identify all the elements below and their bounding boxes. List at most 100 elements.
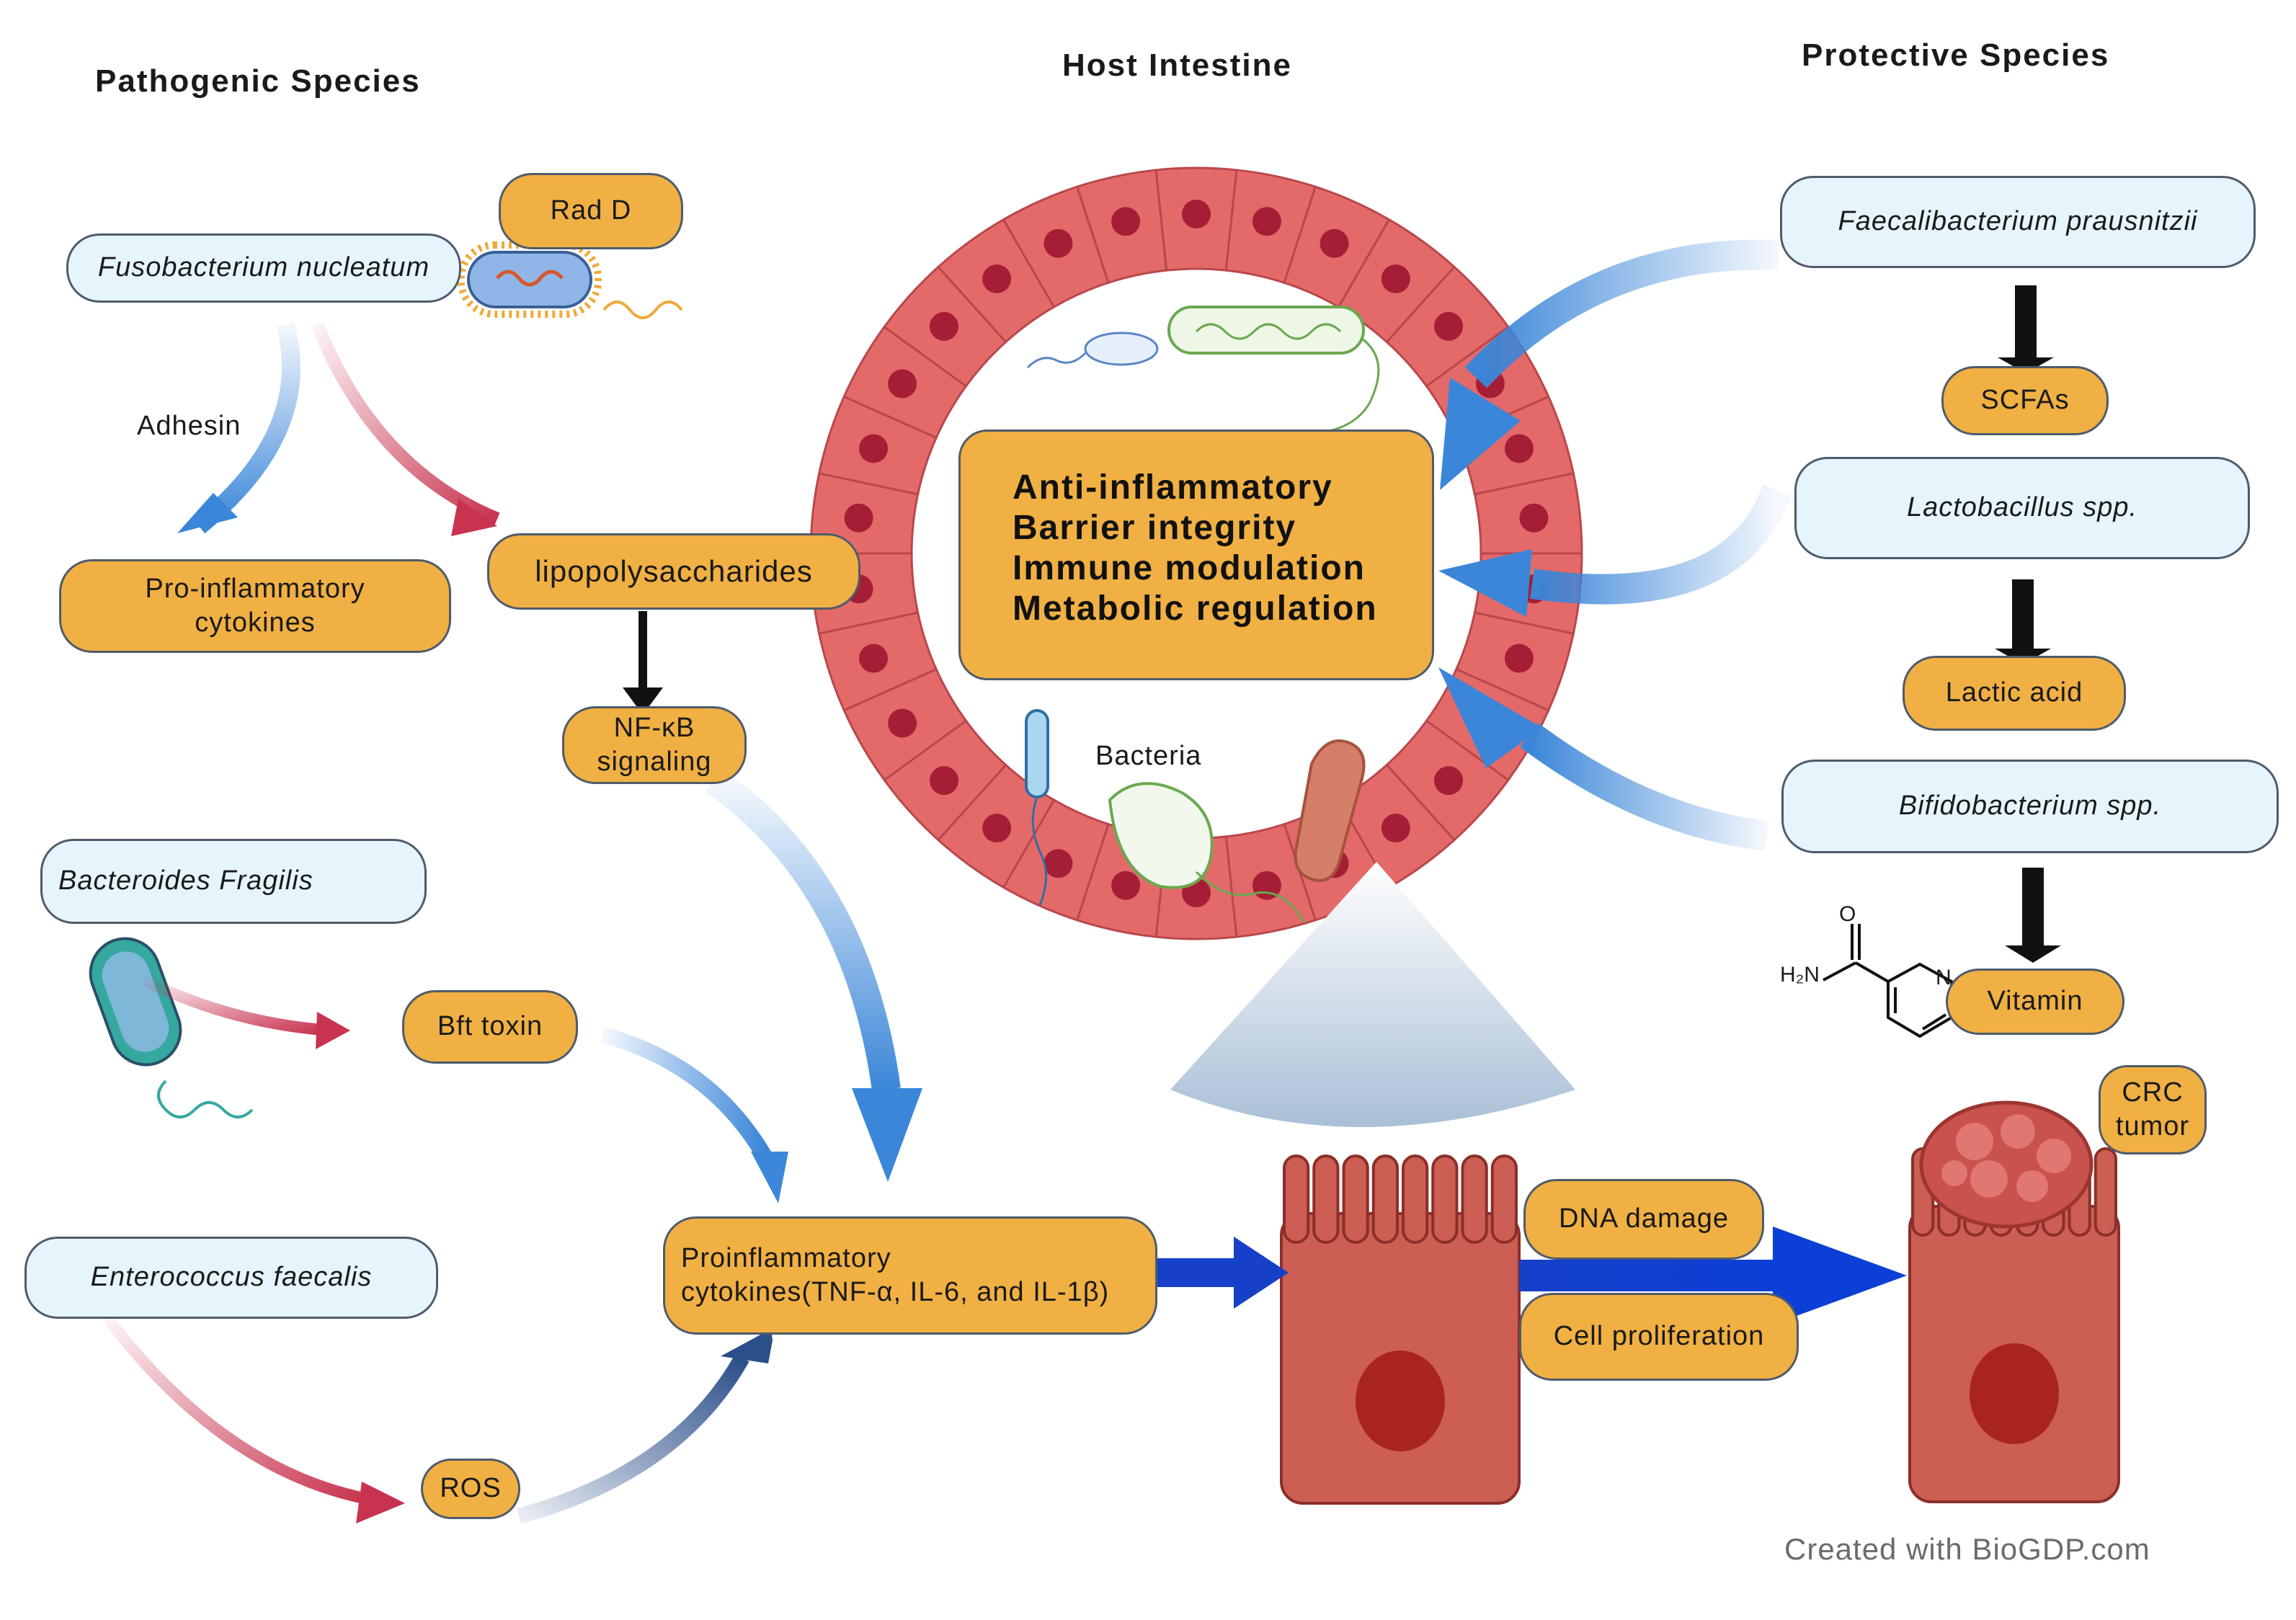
cell-nucleus [1320, 228, 1349, 258]
outcome-crc-tumor: CRC tumor [2099, 1065, 2207, 1154]
microvillus [1342, 1154, 1369, 1244]
arrow-lactobacillus-host [1530, 484, 1792, 605]
cell-nucleus [1434, 311, 1464, 341]
arrow-head-lps-nfkb [623, 687, 663, 715]
pathogen-bacteroides: Bacteroides Fragilis [40, 839, 427, 924]
header-pathogenic-species: Pathogenic Species [95, 63, 421, 99]
pathogen-fusobacterium: Fusobacterium nucleatum [66, 233, 461, 303]
cell-nucleus [1381, 814, 1410, 843]
arrow-head-bacteroides-bft [316, 1012, 350, 1049]
host-function-3: Immune modulation [1013, 549, 1366, 587]
factor-pro-inflammatory-line1: Pro-inflammatory [145, 573, 365, 604]
label-bacteria: Bacteria [1095, 741, 1202, 771]
factor-nfkb-line1: NF-κB [613, 712, 695, 743]
arrow-bifido-vitamin-head [2005, 945, 2061, 963]
cell-nucleus [1182, 200, 1211, 228]
bacteroides-illustration [89, 937, 254, 1118]
pathogen-bacteroides-label: Bacteroides Fragilis [58, 865, 313, 896]
cell-nucleus [1970, 1343, 2059, 1444]
microvillus [1283, 1154, 1310, 1244]
protective-bifidobacterium: Bifidobacterium spp. [1781, 760, 2279, 853]
protective-bifidobacterium-label: Bifidobacterium spp. [1898, 791, 2162, 822]
arrow-head-ros-proinflammatory [721, 1329, 773, 1363]
cell-nucleus [1504, 644, 1534, 673]
factor-pro-inflammatory-line2: cytokines [195, 608, 316, 638]
outcome-dna-damage: DNA damage [1523, 1179, 1764, 1260]
arrow-to-tissue-head [1234, 1237, 1289, 1309]
arrow-ros-proinflammatory [517, 1353, 749, 1524]
cell-nucleus [1044, 849, 1073, 878]
arrow-head-bifidobacterium-host [1438, 667, 1542, 768]
arrow-faecali-scfas-head [1998, 357, 2054, 373]
cell-nucleus [1504, 434, 1534, 463]
host-function-2: Barrier integrity [1013, 509, 1297, 547]
outcome-crc-line1: CRC [2122, 1077, 2184, 1108]
host-function-4: Metabolic regulation [1013, 589, 1378, 628]
microvillus [1312, 1154, 1340, 1244]
molecule-nitrogen-label: N [1936, 966, 1952, 989]
factor-ros: ROS [421, 1459, 520, 1519]
arrow-head-nfkb-proinflammatory [852, 1088, 922, 1182]
microvillus [1490, 1154, 1518, 1244]
outcome-cell-proliferation-label: Cell proliferation [1553, 1321, 1765, 1352]
header-protective-species: Protective Species [1802, 37, 2110, 73]
arrow-nfkb-proinflammatory [705, 767, 901, 1092]
pathogen-fusobacterium-label: Fusobacterium nucleatum [97, 252, 430, 283]
cell-nucleus [1519, 503, 1549, 533]
outcome-cell-proliferation: Cell proliferation [1519, 1293, 1799, 1381]
arrow-faecali-scfas-shaft [2015, 285, 2037, 360]
arrow-head-lactobacillus-host [1438, 549, 1532, 617]
microvillus [1461, 1154, 1488, 1244]
arrow-bft-proinflammatory [600, 1027, 773, 1162]
arrow-head-bft-proinflammatory [751, 1152, 788, 1203]
factor-proinflam-line1: Proinflammatory [681, 1242, 891, 1273]
lumen-bacteria-bottom [1025, 709, 1366, 923]
host-function-1: Anti-inflammatory [1013, 468, 1333, 507]
pathogen-enterococcus: Enterococcus faecalis [25, 1237, 438, 1319]
factor-rad-d-label: Rad D [550, 195, 632, 226]
product-vitamin: Vitamin [1946, 969, 2124, 1035]
protective-lactobacillus: Lactobacillus spp. [1794, 457, 2250, 559]
microvillus [2093, 1147, 2117, 1237]
arrow-bifidobacterium-host [1520, 723, 1769, 851]
factor-bft-toxin: Bft toxin [402, 990, 578, 1064]
arrow-head-fuso-proinflammatory [177, 493, 238, 533]
cell-nucleus [982, 264, 1012, 293]
host-functions-box: Anti-inflammatory Barrier integrity Immu… [958, 430, 1434, 680]
molecule-amine-label: H₂N [1780, 963, 1820, 987]
arrow-to-tissue-shaft [1156, 1258, 1238, 1287]
product-lactic-acid-label: Lactic acid [1945, 677, 2083, 708]
arrow-faecalibacterium-host [1464, 239, 1779, 388]
cell-nucleus [1111, 207, 1141, 236]
product-scfas-label: SCFAs [1980, 385, 2070, 416]
arrow-to-tumor-head [1773, 1227, 1907, 1325]
microvillus [1371, 1154, 1399, 1244]
cell-nucleus [888, 708, 917, 738]
product-scfas: SCFAs [1941, 366, 2109, 435]
zoom-fan [1170, 862, 1575, 1127]
lumen-bacteria-top [1026, 306, 1380, 435]
fusobacterium-illustration [458, 241, 683, 319]
cell-nucleus [1434, 766, 1464, 796]
factor-rad-d: Rad D [499, 173, 683, 249]
factor-lipopolysaccharides: lipopolysaccharides [487, 533, 860, 610]
label-adhesin: Adhesin [137, 411, 241, 441]
cell-nucleus [929, 766, 958, 796]
cell-nucleus [1356, 1350, 1445, 1451]
protective-faecalibacterium: Faecalibacterium prausnitzii [1780, 176, 2256, 268]
cell-nucleus [1044, 228, 1073, 258]
header-host-intestine: Host Intestine [1062, 48, 1292, 83]
crc-tumor-mass [1919, 1100, 2093, 1229]
arrow-bacteroides-bft [141, 974, 332, 1036]
arrow-bifido-vitamin-shaft [2022, 868, 2044, 948]
arrow-fuso-proinflammatory [192, 321, 301, 534]
cell-nucleus [888, 369, 917, 399]
arrow-head-enterococcus-ros [356, 1482, 405, 1523]
factor-proinflam-line2: cytokines(TNF-α, IL-6, and IL-1β) [681, 1277, 1110, 1307]
factor-nfkb-line2: signaling [597, 747, 712, 777]
arrow-fuso-lps [311, 321, 500, 525]
arrow-head-faecalibacterium-host [1440, 378, 1521, 490]
factor-ros-label: ROS [440, 1473, 502, 1504]
cell-nucleus [982, 814, 1012, 843]
